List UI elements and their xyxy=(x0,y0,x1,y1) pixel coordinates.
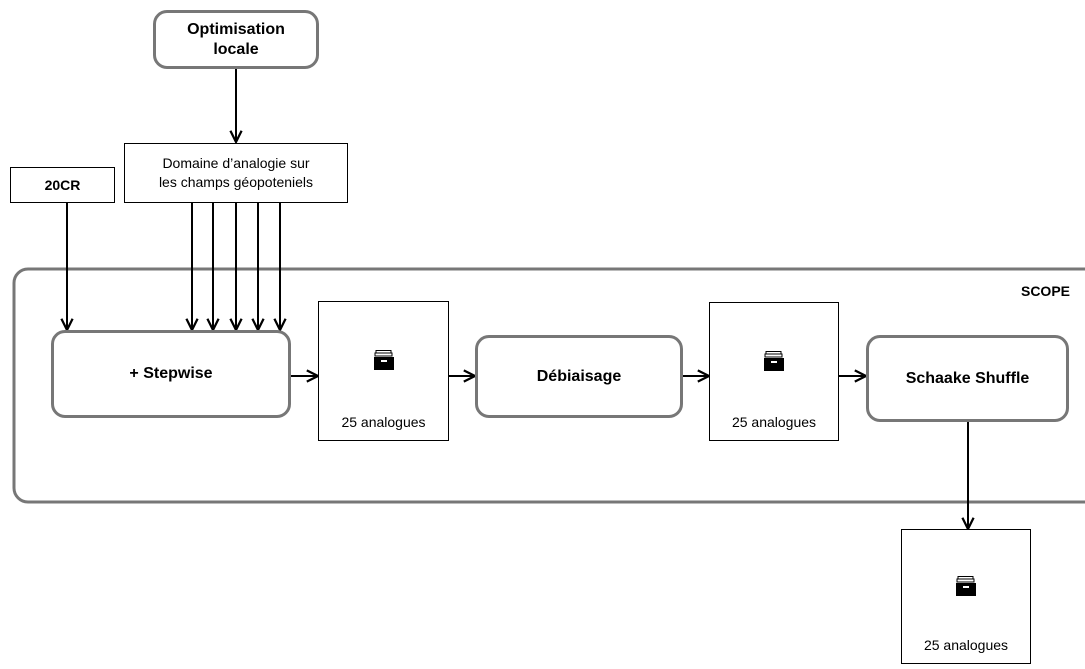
domaine-analogie-label: Domaine d’analogie sur les champs géopot… xyxy=(158,155,314,190)
analogues-store-2: 25 analogues xyxy=(709,302,839,441)
optimisation-locale-label: Optimisation locale xyxy=(187,20,285,58)
analogues-store-3: 25 analogues xyxy=(901,529,1031,664)
archive-box-icon xyxy=(956,575,976,596)
scope-container xyxy=(12,267,1085,504)
archive-box-icon xyxy=(764,350,784,371)
optimisation-locale-node: Optimisation locale xyxy=(153,10,319,69)
stepwise-label: + Stepwise xyxy=(129,365,213,382)
store-3-label: 25 analogues xyxy=(923,637,1009,653)
debiaisage-node: Débiaisage xyxy=(475,335,683,418)
stepwise-node: + Stepwise xyxy=(51,330,291,418)
schaake-shuffle-node: Schaake Shuffle xyxy=(866,335,1069,422)
source-20cr-label: 20CR xyxy=(44,176,81,193)
domaine-analogie-node: Domaine d’analogie sur les champs géopot… xyxy=(124,143,348,203)
analogues-store-1: 25 analogues xyxy=(318,301,449,441)
schaake-shuffle-label: Schaake Shuffle xyxy=(905,369,1030,387)
scope-label: SCOPE xyxy=(1020,283,1070,299)
store-2-label: 25 analogues xyxy=(731,414,817,430)
debiaisage-label: Débiaisage xyxy=(536,367,622,385)
source-20cr-node: 20CR xyxy=(10,167,115,203)
archive-box-icon xyxy=(373,350,394,370)
store-1-label: 25 analogues xyxy=(341,414,426,430)
